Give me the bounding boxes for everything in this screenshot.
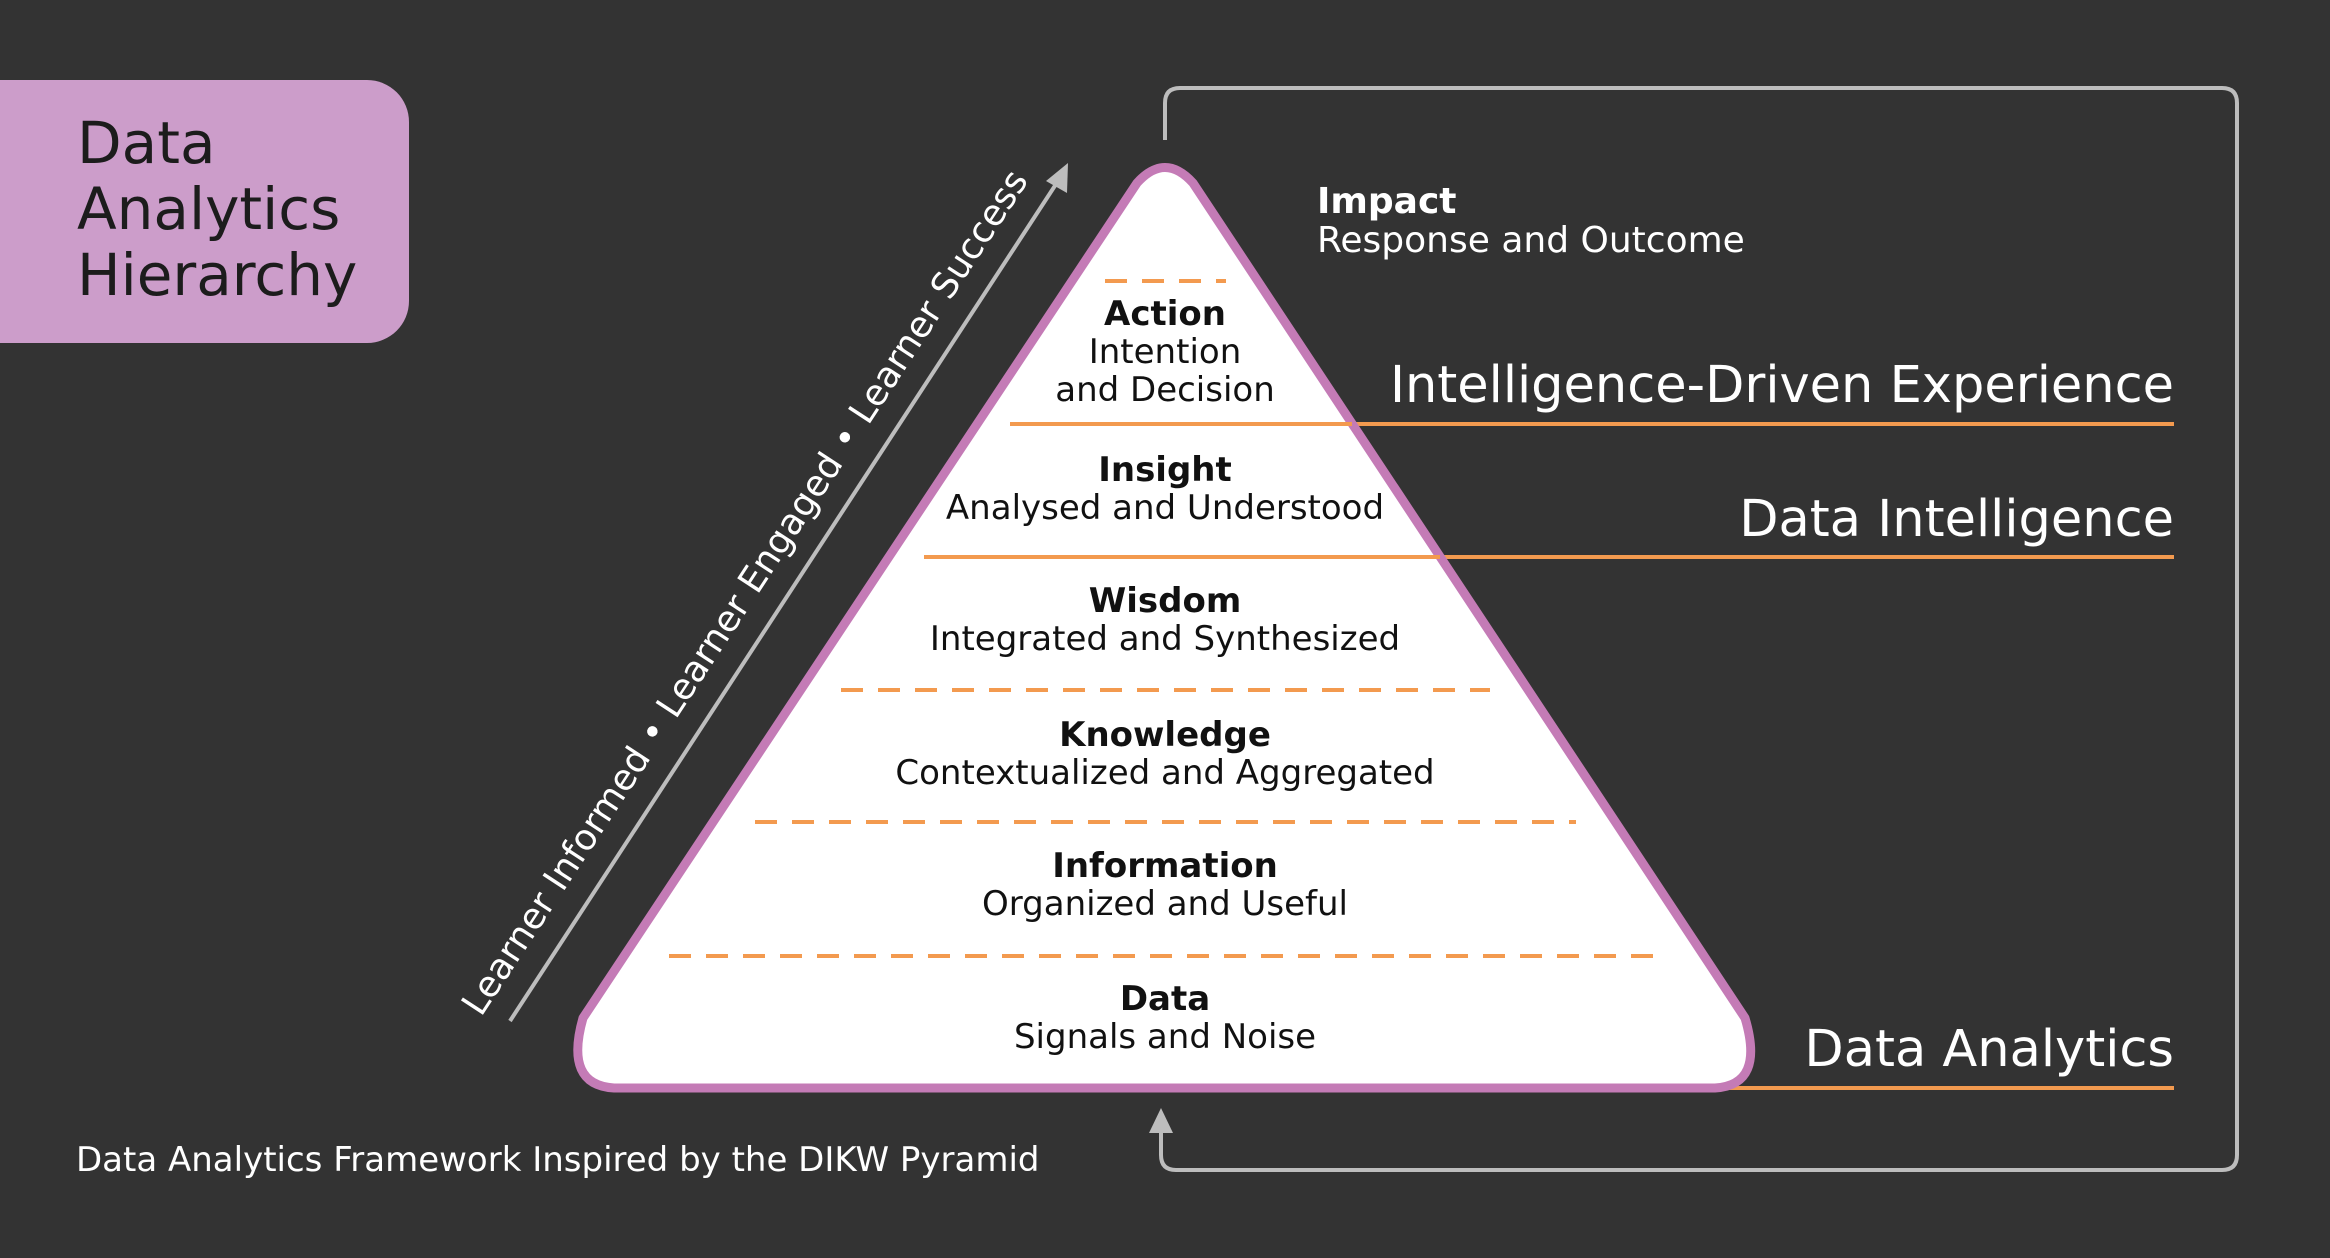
tier-action-title: Action [1104, 294, 1226, 334]
title-line-2: Analytics [77, 175, 341, 243]
tier-information-line-1: Organized and Useful [982, 884, 1348, 924]
tier-action-line-1: Intention [1089, 332, 1242, 372]
tier-information-title: Information [1052, 846, 1278, 886]
title-line-3: Hierarchy [77, 241, 358, 309]
band-label-intelligence-experience: Intelligence-Driven Experience [1390, 356, 2174, 415]
tier-action-line-2: and Decision [1055, 370, 1275, 410]
tier-wisdom-line-1: Integrated and Synthesized [930, 619, 1400, 659]
feedback-loop-arrowhead [1149, 1108, 1173, 1133]
band-label-data-intelligence: Data Intelligence [1739, 490, 2174, 549]
tier-insight-title: Insight [1098, 450, 1232, 490]
tier-insight-line-1: Analysed and Understood [946, 488, 1384, 528]
side-arrow-line [508, 176, 1062, 1023]
band-label-data-analytics: Data Analytics [1804, 1020, 2174, 1079]
impact-title: Impact [1317, 181, 1457, 222]
title-box: Data Analytics Hierarchy [0, 80, 409, 343]
tier-wisdom-title: Wisdom [1089, 581, 1242, 621]
tier-data-title: Data [1120, 979, 1210, 1019]
pyramid-shape [573, 163, 1756, 1093]
tier-data-line-1: Signals and Noise [1014, 1017, 1316, 1057]
tier-knowledge-line-1: Contextualized and Aggregated [895, 753, 1434, 793]
tier-knowledge-title: Knowledge [1059, 715, 1271, 755]
title-line-1: Data [77, 109, 216, 177]
side-arrow-head [1046, 163, 1068, 193]
feedback-loop-line [1159, 86, 2239, 1172]
impact-subtitle: Response and Outcome [1317, 220, 1745, 261]
footer-caption: Data Analytics Framework Inspired by the… [76, 1140, 1040, 1180]
